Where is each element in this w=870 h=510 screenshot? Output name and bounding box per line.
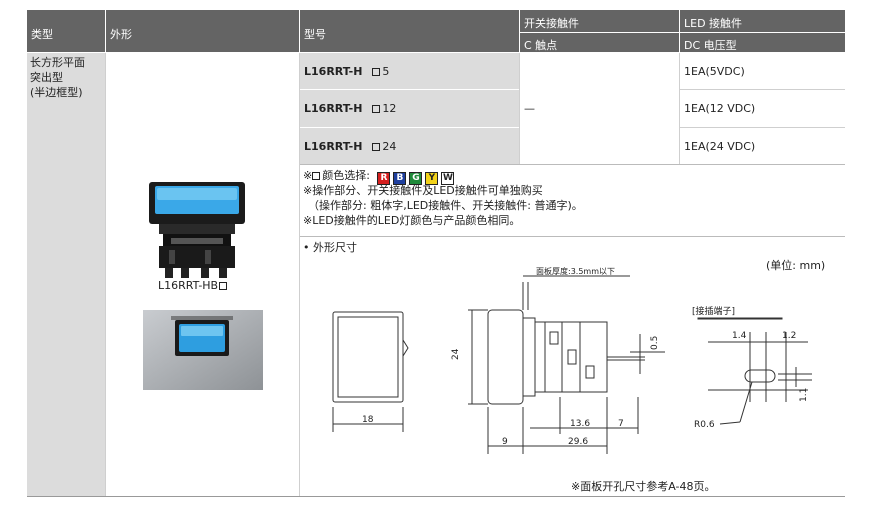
dim-panel-thickness: 面板厚度:3.5mm以下 (536, 266, 615, 276)
table-row: L16RRT-H 5 (304, 65, 389, 78)
header-model: 型号 (304, 28, 326, 41)
dim-7: 7 (618, 419, 624, 429)
row-separator (300, 164, 845, 165)
color-placeholder-box (372, 68, 381, 76)
switch-cell (519, 53, 680, 164)
table-header (27, 10, 845, 52)
type-text: 长方形平面 突出型 (半边框型) (30, 55, 85, 100)
table-row: L16RRT-H 12 (304, 102, 396, 115)
color-placeholder-box (372, 143, 381, 151)
note-line: ※LED接触件的LED灯颜色与产品颜色相同。 (303, 214, 521, 227)
note-line: ※操作部分、开关接触件及LED接触件可单独购买 (303, 184, 543, 197)
color-chip: R (377, 172, 391, 185)
color-chip: Y (425, 172, 439, 185)
header-divider (299, 10, 300, 52)
dim-29-6: 29.6 (568, 437, 588, 447)
dim-1-4: 1.4 (732, 331, 747, 341)
header-shape: 外形 (110, 28, 132, 41)
model-suffix: 24 (382, 140, 397, 153)
type-text-line: 突出型 (30, 71, 63, 84)
header-divider (105, 10, 106, 52)
dim-r0-6: R0.6 (694, 420, 715, 430)
dim-1-1: 1.1 (799, 388, 809, 402)
table-bottom (27, 496, 845, 497)
dimensions-title: • 外形尺寸 (303, 241, 357, 254)
model-name: L16RRT-H (304, 65, 363, 78)
color-placeholder-box (219, 282, 228, 290)
led-value: 1EA(5VDC) (684, 65, 745, 78)
unit-label: (单位: mm) (766, 259, 826, 272)
color-label: 颜色选择: (322, 169, 370, 182)
color-placeholder-box (312, 172, 321, 180)
note-line: （操作部分: 粗体字,LED接触件、开关接触件: 普通字)。 (308, 199, 583, 212)
dim-24: 24 (451, 348, 461, 360)
product-image-switch (149, 182, 245, 278)
type-text-line: 长方形平面 (30, 56, 85, 69)
shape-column (105, 53, 300, 496)
model-rows-bg (300, 53, 519, 164)
led-row-divider (680, 89, 845, 90)
color-chip: G (409, 172, 423, 185)
color-chip: W (441, 172, 455, 185)
product-label: L16RRT-HB (158, 279, 229, 292)
header-switch-contact-sub: C 触点 (524, 39, 558, 52)
header-divider (519, 32, 845, 33)
model-row-divider (300, 89, 519, 90)
dim-1-2: 1.2 (782, 331, 796, 341)
model-name: L16RRT-H (304, 102, 363, 115)
note-mark: ※ (303, 169, 313, 182)
dim-13-6: 13.6 (570, 419, 590, 429)
table-row: L16RRT-H 24 (304, 140, 396, 153)
color-placeholder-box (372, 105, 381, 113)
type-column (27, 53, 105, 496)
led-value: 1EA(12 VDC) (684, 102, 756, 115)
model-suffix: 12 (382, 102, 397, 115)
header-led-contact: LED 接触件 (684, 17, 743, 30)
model-row-divider (300, 127, 519, 128)
dim-0-5: 0.5 (650, 336, 660, 350)
header-divider (679, 10, 680, 52)
panel-cutout-footnote: ※面板开孔尺寸参考A-48页。 (571, 480, 716, 493)
color-chip: B (393, 172, 407, 185)
product-image-panel (143, 310, 263, 390)
header-type: 类型 (31, 28, 53, 41)
header-divider (519, 10, 520, 52)
dim-9: 9 (502, 437, 508, 447)
model-suffix: 5 (382, 65, 390, 78)
header-switch-contact: 开关接触件 (524, 17, 579, 30)
dimension-drawing: 18 24 面板厚度:3.5mm以下 13.6 7 9 29.6 0.5 [接插… (332, 266, 812, 454)
header-led-contact-sub: DC 电压型 (684, 39, 737, 52)
product-name: L16RRT-HB (158, 279, 219, 292)
led-row-divider (680, 127, 845, 128)
type-text-line: (半边框型) (30, 86, 83, 99)
terminal-label: [接插端子] (692, 305, 735, 317)
led-value: 1EA(24 VDC) (684, 140, 756, 153)
model-name: L16RRT-H (304, 140, 363, 153)
switch-value: — (524, 102, 535, 115)
dim-18: 18 (362, 415, 374, 425)
row-separator (300, 236, 845, 237)
